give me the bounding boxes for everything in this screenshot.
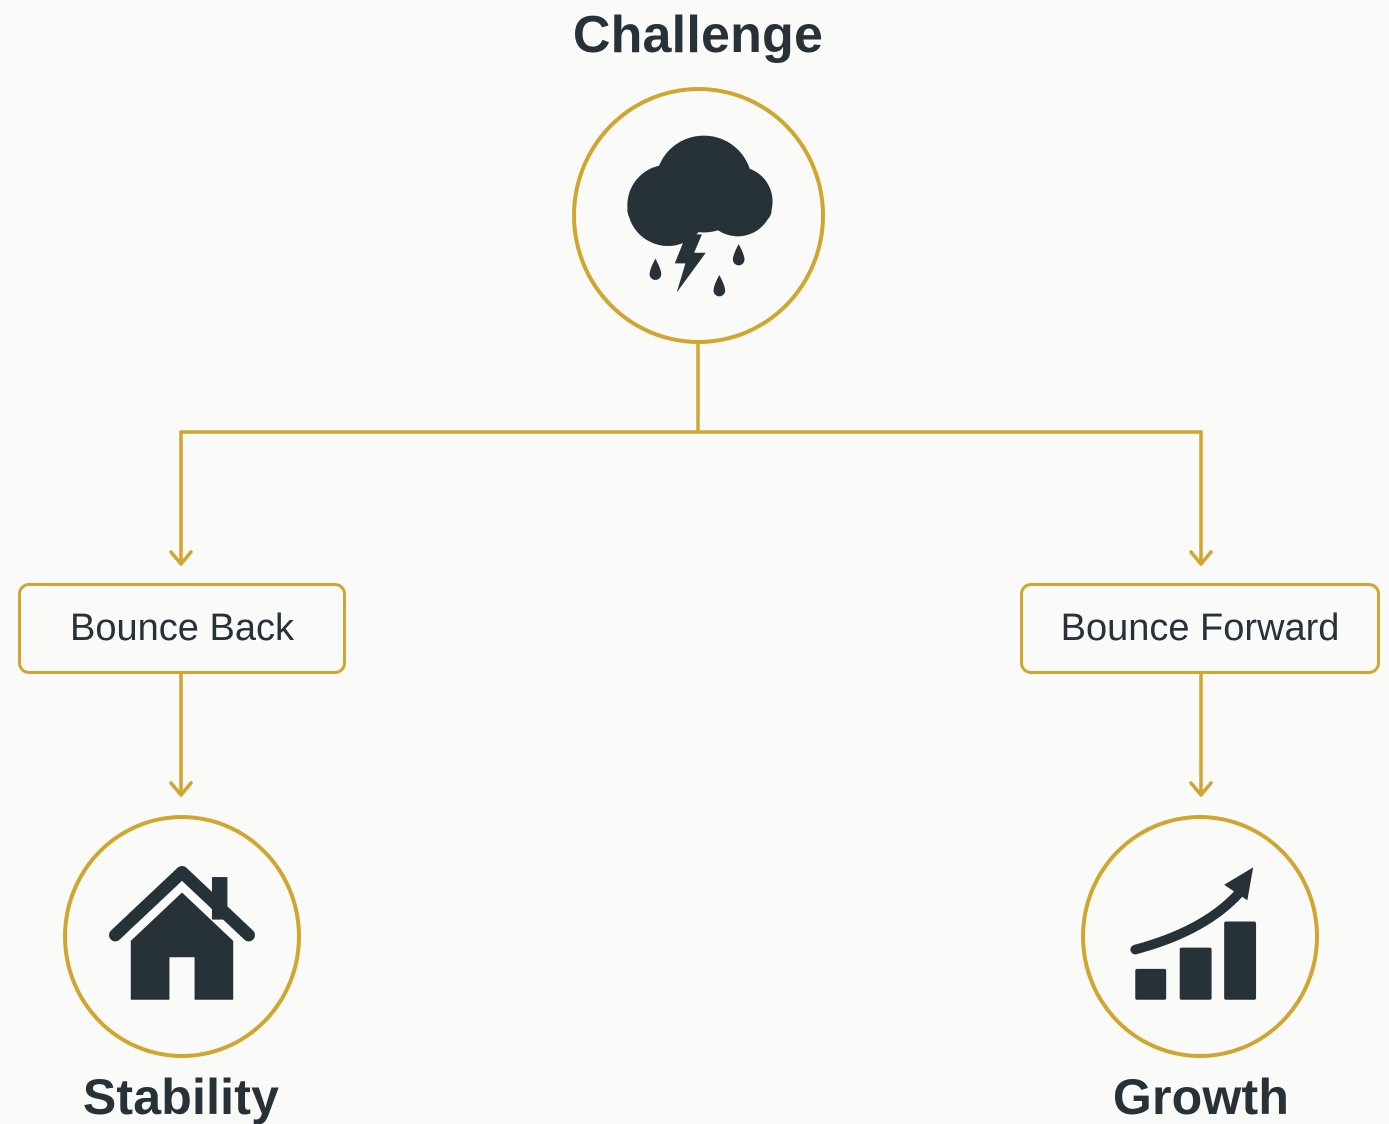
stability-label: Stability [82, 1069, 280, 1124]
challenge-title: Challenge [572, 6, 824, 64]
growth-label: Growth [1112, 1069, 1290, 1124]
storm-cloud-icon [627, 135, 773, 297]
growth-chart-icon [1130, 867, 1257, 1000]
stability-node [63, 815, 301, 1058]
arrowhead-growth [1189, 781, 1213, 797]
house-icon [109, 865, 255, 1000]
challenge-node [572, 87, 825, 344]
arrowhead-bounce-back [169, 550, 193, 566]
arrowhead-stability [169, 781, 193, 797]
arrowhead-bounce-forward [1189, 550, 1213, 566]
bounce-forward-box: Bounce Forward [1020, 583, 1380, 674]
growth-node [1081, 815, 1319, 1058]
bounce-back-box: Bounce Back [18, 583, 346, 674]
